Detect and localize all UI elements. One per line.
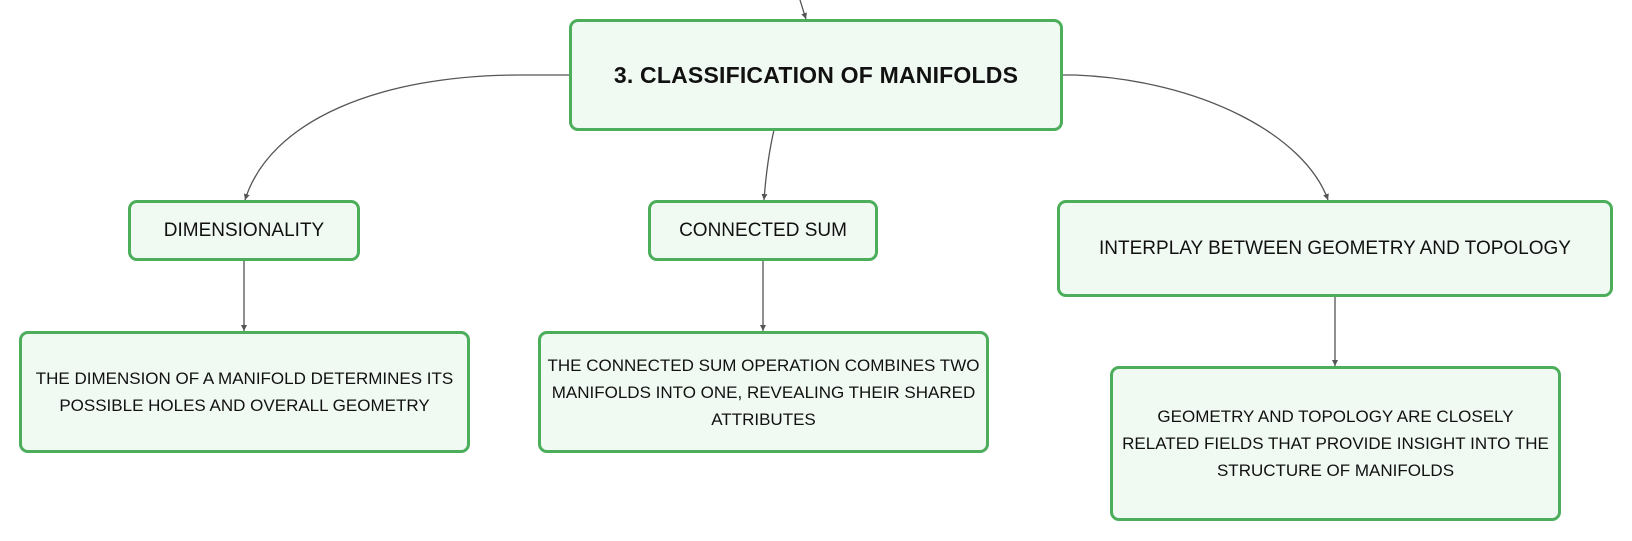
root-node-label: 3. CLASSIFICATION OF MANIFOLDS xyxy=(613,61,1019,88)
topic-node-dimensionality[interactable]: DIMENSIONALITY xyxy=(128,200,360,261)
detail-node-dimensionality[interactable]: THE DIMENSION OF A MANIFOLD DETERMINES I… xyxy=(19,331,470,453)
connector-root-to-connected-sum xyxy=(761,129,775,201)
incoming-parent-connector xyxy=(799,0,807,20)
topic-node-connected-sum[interactable]: CONNECTED SUM xyxy=(648,200,878,261)
topic-node-label: CONNECTED SUM xyxy=(679,219,847,241)
topic-node-label: INTERPLAY BETWEEN GEOMETRY AND TOPOLOGY xyxy=(1099,237,1571,259)
connector-root-to-interplay xyxy=(1062,74,1329,201)
detail-node-text: THE CONNECTED SUM OPERATION COMBINES TWO… xyxy=(547,355,980,429)
detail-node-text: GEOMETRY AND TOPOLOGY ARE CLOSELY RELATE… xyxy=(1122,407,1549,480)
root-node[interactable]: 3. CLASSIFICATION OF MANIFOLDS xyxy=(569,19,1063,131)
topic-node-label: DIMENSIONALITY xyxy=(163,219,325,241)
detail-node-interplay[interactable]: GEOMETRY AND TOPOLOGY ARE CLOSELY RELATE… xyxy=(1110,366,1561,521)
detail-node-text: THE DIMENSION OF A MANIFOLD DETERMINES I… xyxy=(35,369,454,415)
detail-node-connected-sum[interactable]: THE CONNECTED SUM OPERATION COMBINES TWO… xyxy=(538,331,989,453)
connector-root-to-dimensionality xyxy=(243,74,570,201)
topic-node-interplay[interactable]: INTERPLAY BETWEEN GEOMETRY AND TOPOLOGY xyxy=(1057,200,1613,297)
